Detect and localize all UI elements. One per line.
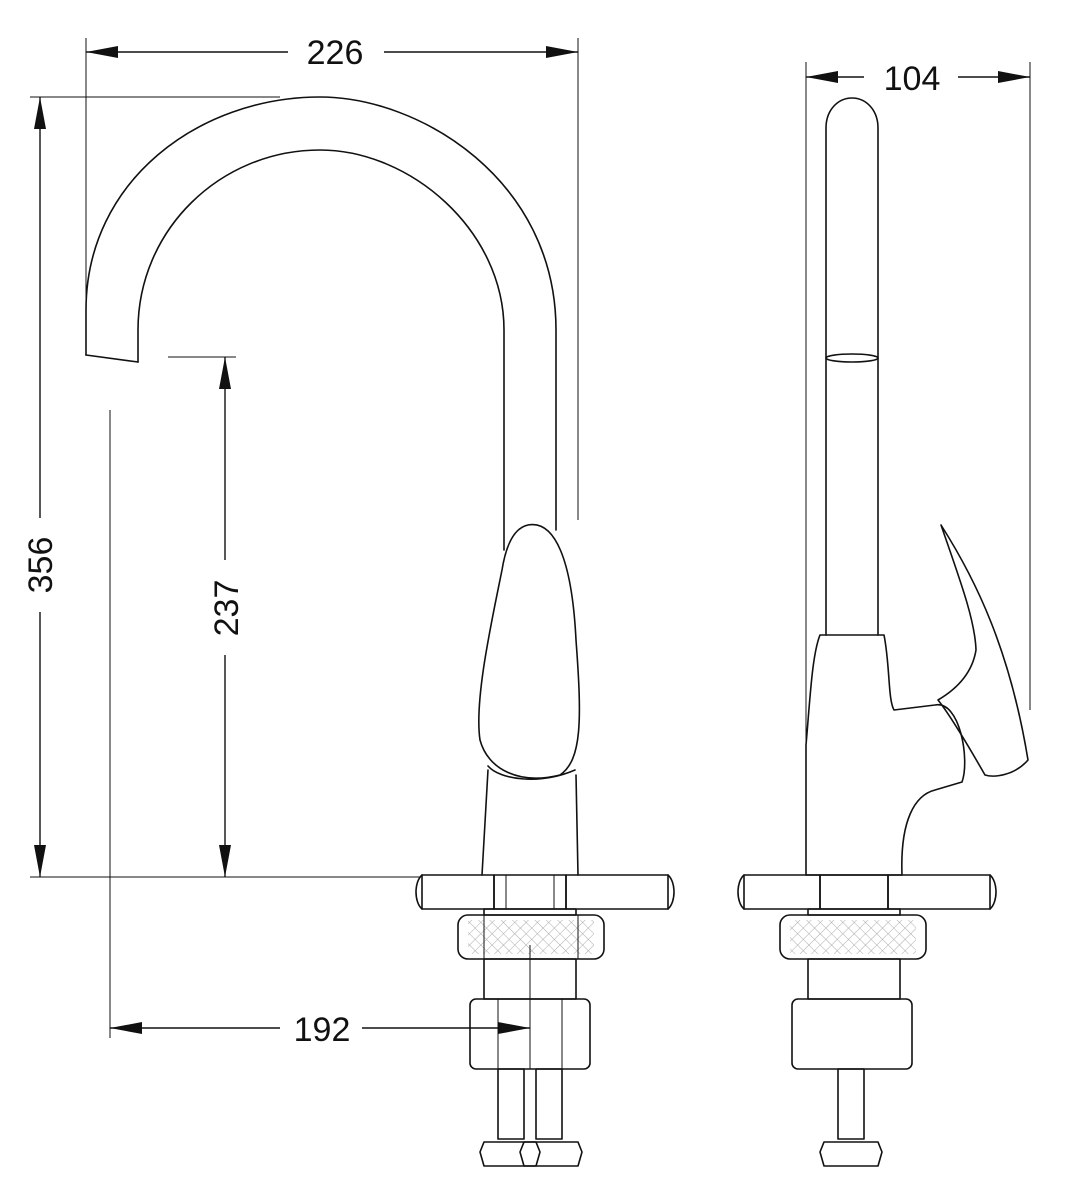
faucet-body [481,769,579,876]
side-lower-nut [791,998,913,1070]
supply-hose-left [497,1068,525,1140]
mounting-washer [483,908,577,916]
side-washer [807,908,901,916]
side-supply-hose [837,1068,865,1140]
dimension-side-depth: 104 [805,60,1031,745]
spout-column [825,97,879,636]
dimension-overall-height: 356 [22,96,420,878]
dim-overall-height-label: 356 [22,537,60,594]
dimension-spout-height: 237 [168,356,246,877]
side-threaded-stud [807,958,901,1000]
countertop-section-left [421,874,495,910]
front-view [85,96,675,1167]
dimension-overall-width: 226 [85,34,579,520]
lever-handle [478,523,581,779]
hose-nut-right [519,1141,583,1167]
countertop-section-right [565,874,669,910]
side-countertop-left [743,874,821,910]
side-lever [937,524,1029,777]
side-body [805,634,966,876]
countertop-edge [415,874,675,910]
dim-spout-reach-label: 192 [294,1011,351,1049]
dim-overall-width-label: 226 [307,34,364,72]
dim-side-depth-label: 104 [884,60,941,98]
spout-outer-contour [85,96,557,531]
side-countertop-right [887,874,991,910]
spout-tip [85,354,139,363]
shank-through-hole [493,874,567,910]
hose-nut-left [479,1141,541,1167]
spout-inner-contour [137,149,505,551]
side-shank [819,874,889,910]
side-view [737,97,1029,1167]
supply-hose-right [535,1068,563,1140]
mounting-nut-knurl [468,920,594,954]
aerator-ring [825,353,879,363]
side-hose-nut [819,1141,883,1167]
dimension-spout-reach: 192 [109,410,531,1049]
lever-handle-base [487,765,576,780]
dim-spout-height-label: 237 [208,580,246,637]
